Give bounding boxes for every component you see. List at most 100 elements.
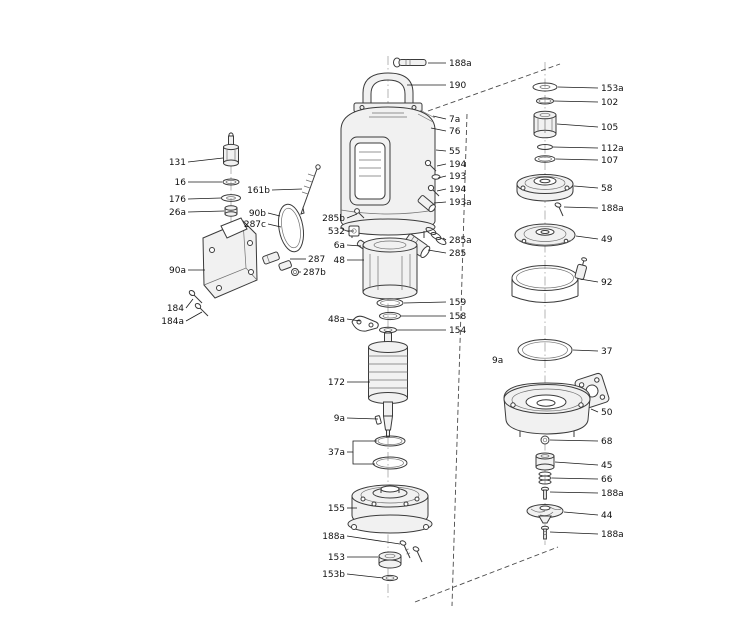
part-label-131: 131 (169, 158, 186, 168)
part-49-cover (514, 223, 576, 247)
part-label-107: 107 (601, 156, 618, 166)
part-label-90b: 90b (249, 209, 266, 219)
part-label-194: 194 (449, 185, 466, 195)
part-68-nut (540, 435, 550, 445)
part-label-9a: 9a (492, 356, 503, 366)
leader-line-58 (573, 185, 599, 189)
part-label-159: 159 (449, 298, 466, 308)
part-153a-washer (532, 82, 558, 92)
part-label-287c: 287c (244, 220, 266, 230)
part-label-193: 193 (449, 172, 466, 182)
leader-line-90b (267, 212, 281, 217)
part-label-188a: 188a (601, 489, 624, 499)
part-161b-rod (300, 164, 321, 215)
leader-line-193a (433, 201, 447, 204)
leader-line-68 (549, 439, 599, 442)
part-287b-oring (291, 268, 299, 276)
part-48a-clip (351, 315, 379, 332)
leader-line-285a (442, 237, 447, 241)
part-label-153a: 153a (601, 84, 624, 94)
leader-line-285b (346, 213, 358, 219)
part-66-spring (538, 471, 552, 485)
part-label-194: 194 (449, 160, 466, 170)
part-label-58: 58 (601, 184, 613, 194)
part-label-50: 50 (601, 408, 613, 418)
part-285a-orings (425, 226, 447, 246)
part-153-plug (378, 551, 402, 569)
leader-line-188a (346, 535, 401, 545)
leader-line-159 (403, 301, 447, 304)
part-188a-screw-1 (554, 202, 564, 217)
leader-line-55 (435, 149, 447, 152)
part-285b-screw (354, 208, 365, 219)
part-label-193a: 193a (449, 198, 472, 208)
part-37-oring (517, 339, 573, 361)
leader-line-9a (346, 417, 379, 420)
part-90b-287c-gasket (277, 203, 305, 253)
part-158-oring (379, 311, 401, 321)
leader-line-66 (551, 477, 599, 480)
part-label-153: 153 (328, 553, 345, 563)
part-92-clamp (511, 257, 588, 303)
leader-line-153b (346, 573, 384, 579)
part-107-ring (534, 155, 556, 163)
part-label-105: 105 (601, 123, 618, 133)
leader-line-6a (346, 244, 362, 247)
leader-line-37a (347, 440, 377, 453)
part-label-532: 532 (328, 227, 345, 237)
part-9a-key (374, 415, 382, 425)
part-label-184a: 184a (161, 317, 184, 327)
part-label-188a: 188a (601, 204, 624, 214)
part-label-26a: 26a (169, 208, 186, 218)
leader-line-153a (557, 86, 599, 89)
leader-line-194 (436, 163, 447, 167)
part-label-37: 37 (601, 347, 612, 357)
parts-layer (188, 57, 610, 582)
part-label-6a: 6a (334, 241, 345, 251)
part-label-285: 285 (449, 249, 466, 259)
leader-line-184a (185, 311, 203, 322)
part-193-194-fasteners (417, 159, 441, 213)
part-112a-oring (537, 144, 553, 150)
leader-line-102 (553, 100, 599, 103)
part-188a-screws-lower (399, 540, 423, 563)
part-37a-orings (372, 435, 408, 470)
leader-line-194 (436, 188, 447, 192)
part-label-90a: 90a (169, 266, 186, 276)
part-label-92: 92 (601, 278, 612, 288)
leader-line-176 (187, 197, 222, 200)
part-label-188a: 188a (449, 59, 472, 69)
part-label-49: 49 (601, 235, 613, 245)
part-label-287b: 287b (303, 268, 326, 278)
part-188a-screw-2 (541, 486, 549, 500)
part-label-7a: 7a (449, 115, 460, 125)
part-label-45: 45 (601, 461, 612, 471)
part-184-screws (188, 289, 209, 317)
leader-line-287c (267, 223, 282, 228)
leader-line-285 (427, 249, 447, 254)
leader-line-48a (346, 318, 361, 322)
part-50-volute (503, 372, 610, 437)
part-label-158: 158 (449, 312, 466, 322)
part-label-44: 44 (601, 511, 613, 521)
part-label-66: 66 (601, 475, 613, 485)
leader-line-49 (575, 235, 599, 240)
leader-line-44 (563, 511, 599, 516)
leader-line-105 (556, 123, 599, 128)
leader-line-37a (352, 452, 375, 465)
leader-line-37 (572, 349, 599, 352)
part-label-48: 48 (334, 256, 346, 266)
leader-line-107 (555, 158, 599, 161)
part-label-37a: 37a (328, 448, 345, 458)
part-188a-eyebolt (393, 57, 427, 68)
part-44-impeller (526, 504, 564, 524)
part-label-161b: 161b (247, 186, 270, 196)
part-58-seal-plate (516, 174, 574, 202)
leader-line-7a (432, 115, 447, 120)
part-26a-grommet (224, 205, 238, 217)
part-172-rotor (368, 331, 408, 438)
leader-line-131 (187, 157, 224, 163)
leader-line-92 (579, 278, 599, 283)
